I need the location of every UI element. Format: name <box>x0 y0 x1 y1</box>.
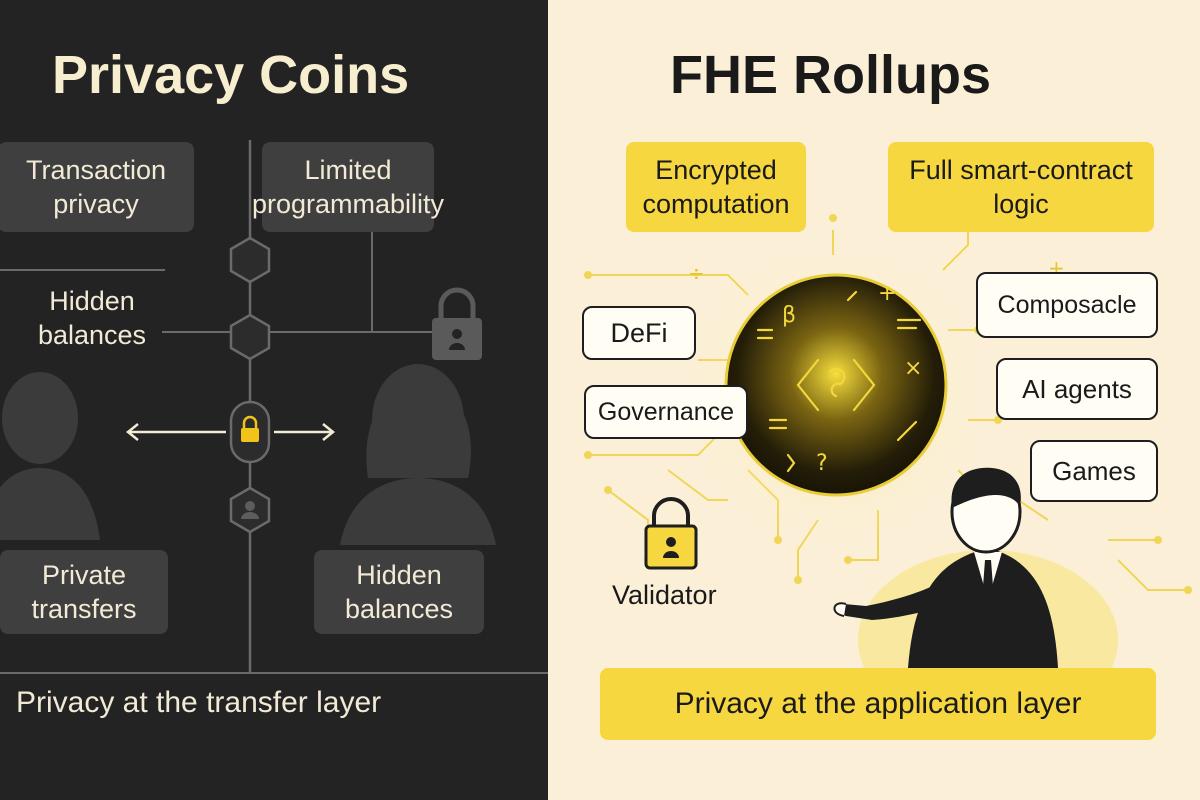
padlock-icon <box>432 287 482 360</box>
hidden-balances-label: Hidden balances <box>37 286 147 350</box>
svg-text:÷: ÷ <box>688 261 705 285</box>
page-title: Privacy Coins <box>52 45 410 105</box>
svg-text:×: × <box>904 356 922 381</box>
limited-programmability-box: Limited programmability <box>252 142 444 232</box>
defi-box: DeFi <box>582 306 696 360</box>
composable-box: Composacle <box>976 272 1158 338</box>
svg-text:+: + <box>878 281 896 306</box>
governance-box: Governance <box>584 385 748 439</box>
person-silhouette-icon <box>0 372 100 540</box>
person-silhouette-icon <box>340 364 496 545</box>
hexagon-node-icon <box>229 313 271 361</box>
svg-text:β: β <box>782 303 796 328</box>
fhe-rollups-panel: ÷ + − β × ? + <box>548 0 1200 800</box>
full-smart-contract-logic-box: Full smart-contract logic <box>888 142 1154 232</box>
privacy-coins-diagram-lines <box>0 140 548 674</box>
page-title: FHE Rollups <box>670 45 991 105</box>
encrypted-computation-box: Encrypted computation <box>626 142 806 232</box>
hidden-balances-box: Hidden balances <box>314 550 484 634</box>
transfer-arrow-icon <box>125 423 336 441</box>
hexagon-node-icon <box>229 236 271 284</box>
validator-padlock-icon <box>644 497 698 570</box>
validator-label: Validator <box>612 580 717 610</box>
games-box: Games <box>1030 440 1158 502</box>
privacy-coins-panel: Privacy Coins Transaction privacy Limite… <box>0 0 548 800</box>
private-transfers-box: Private transfers <box>0 550 168 634</box>
ai-agents-box: AI agents <box>996 358 1158 420</box>
application-layer-caption: Privacy at the application layer <box>600 668 1156 740</box>
transfer-layer-caption: Privacy at the transfer layer <box>16 686 382 719</box>
svg-text:?: ? <box>816 451 828 476</box>
transaction-privacy-box: Transaction privacy <box>0 142 194 232</box>
